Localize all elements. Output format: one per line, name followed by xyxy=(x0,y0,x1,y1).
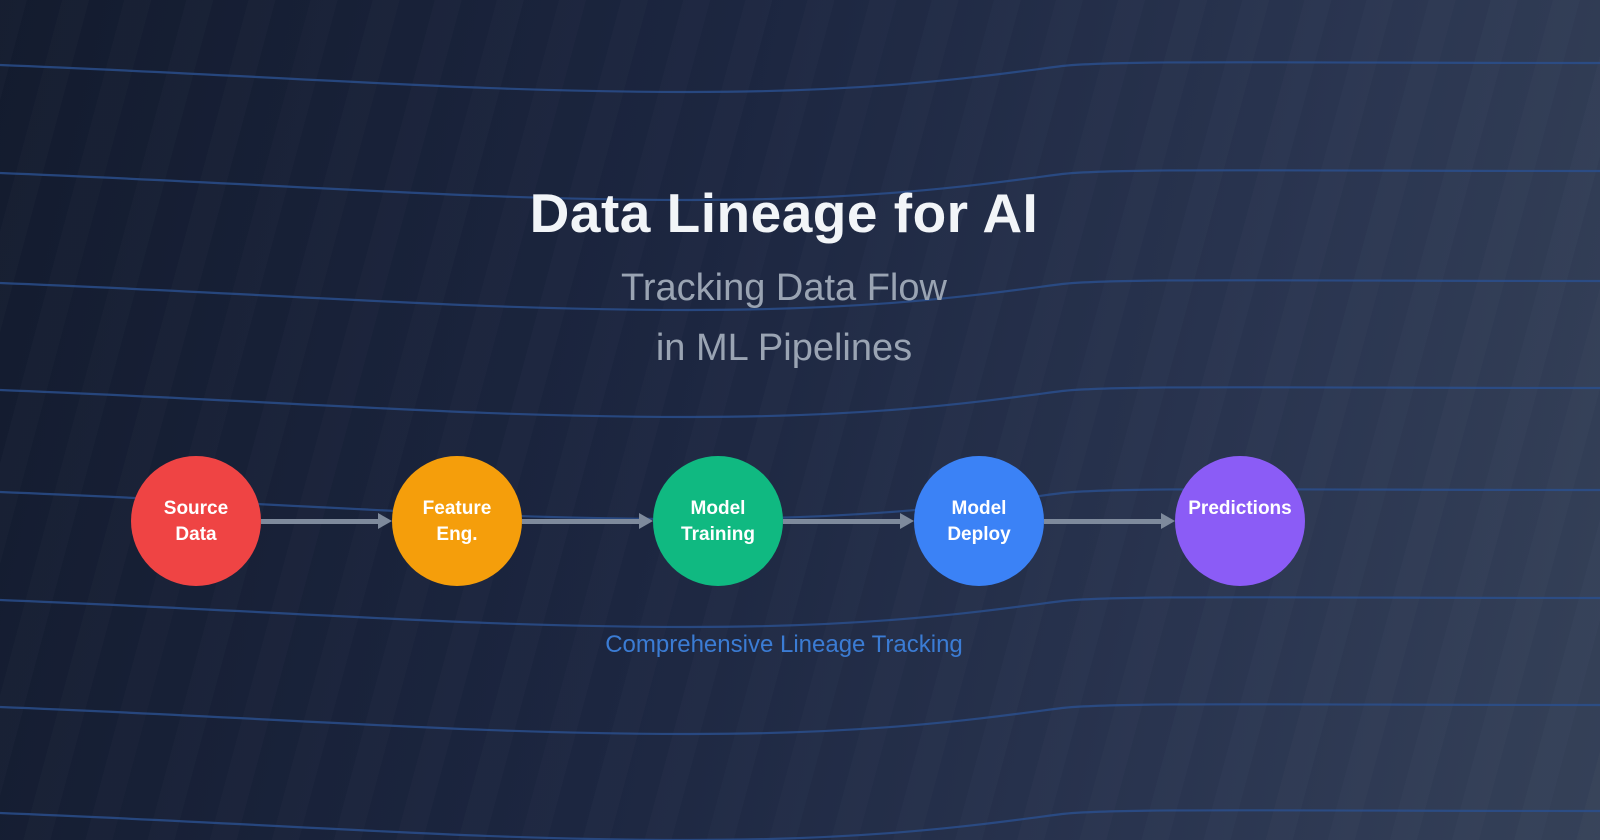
subtitle-line-1: Tracking Data Flow xyxy=(621,267,947,309)
node-label: Source Data xyxy=(163,498,229,545)
pipeline-node-feature-eng: Feature Eng. xyxy=(392,456,522,586)
subtitle-line-2: in ML Pipelines xyxy=(655,327,913,369)
pipeline-node-model-deploy: Model Deploy xyxy=(914,456,1044,586)
page-title: Data Lineage for AI xyxy=(529,182,1039,244)
node-label: Feature Eng. xyxy=(422,498,492,545)
arrow-head-icon xyxy=(900,513,914,529)
flow-arrow-1 xyxy=(261,513,392,529)
node-label: Model Training xyxy=(681,498,755,545)
pipeline-node-predictions: Predictions xyxy=(1175,456,1305,586)
arrow-head-icon xyxy=(378,513,392,529)
flow-arrow-2 xyxy=(522,513,653,529)
node-label: Predictions xyxy=(1188,498,1292,519)
flow-arrow-3 xyxy=(783,513,914,529)
arrow-shaft xyxy=(783,518,902,524)
pipeline-node-source-data: Source Data xyxy=(131,456,261,586)
node-label: Model Deploy xyxy=(947,498,1011,545)
caption-text: Comprehensive Lineage Tracking xyxy=(605,631,963,658)
page-subtitle: Tracking Data Flow in ML Pipelines xyxy=(0,258,1568,378)
pipeline-node-model-training: Model Training xyxy=(653,456,783,586)
arrow-head-icon xyxy=(1161,513,1175,529)
arrow-shaft xyxy=(522,518,641,524)
arrow-head-icon xyxy=(639,513,653,529)
flow-arrow-4 xyxy=(1044,513,1175,529)
arrow-shaft xyxy=(1044,518,1163,524)
arrow-shaft xyxy=(261,518,380,524)
